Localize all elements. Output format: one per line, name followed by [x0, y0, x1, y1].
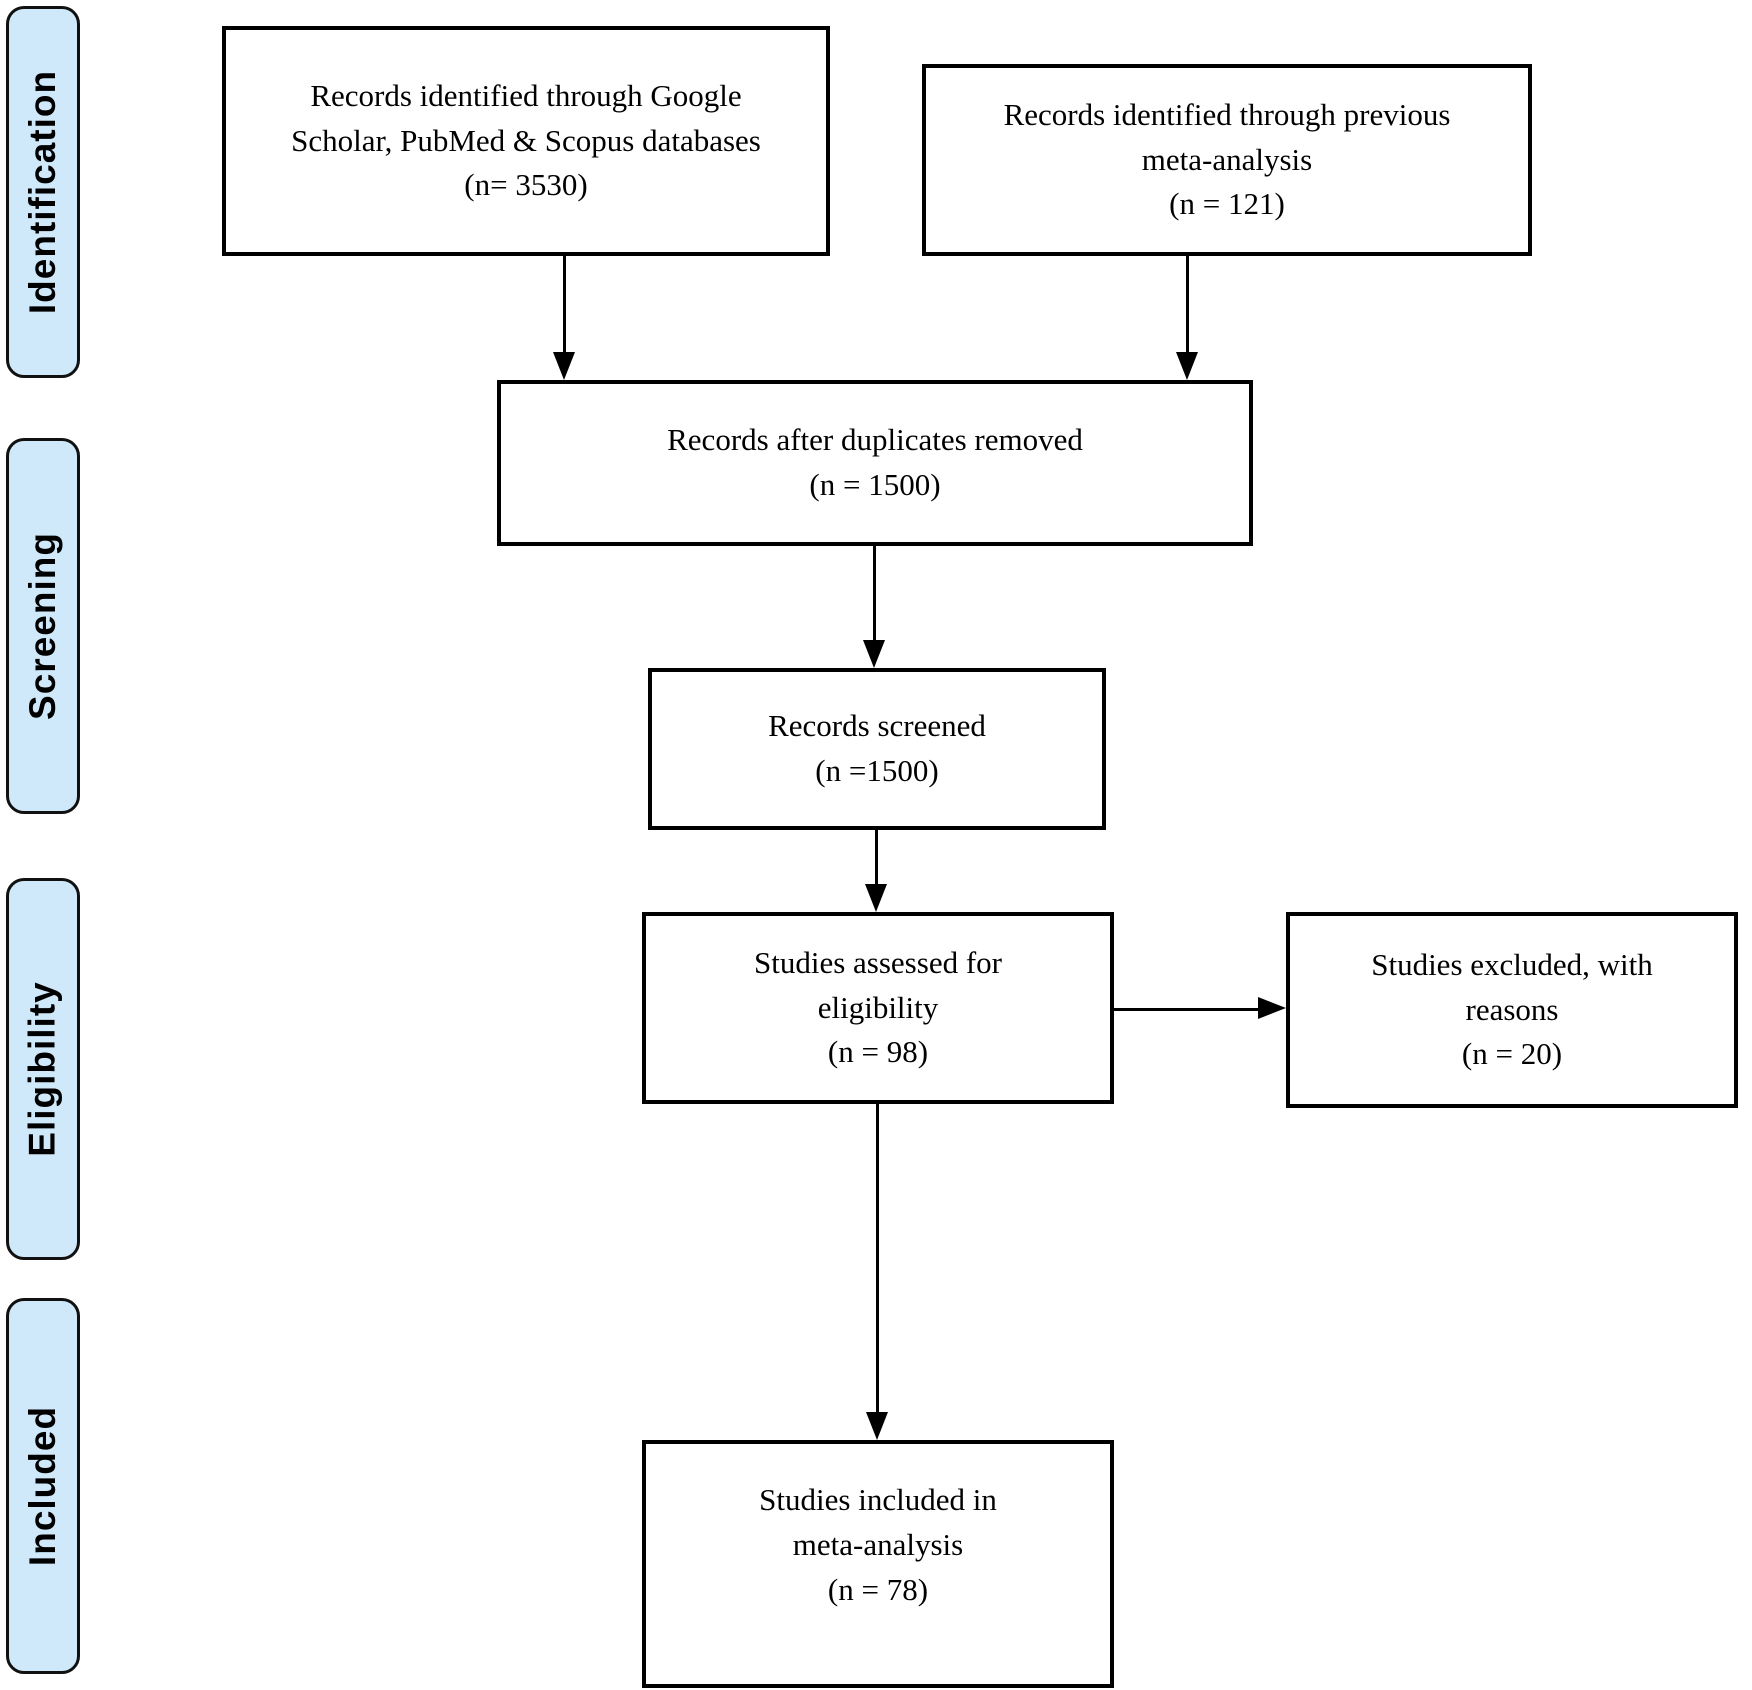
box-label: Studies excluded, with reasons	[1371, 946, 1653, 1027]
stage-label-screening: Screening	[6, 438, 80, 814]
box-label: Records after duplicates removed	[667, 422, 1083, 458]
box-count: (n = 121)	[1169, 186, 1285, 222]
arrow-duplicates-to-screened-head-icon	[863, 640, 885, 668]
box-records-identified-previous-meta-analysis: Records identified through previous meta…	[922, 64, 1532, 256]
box-count: (n = 1500)	[809, 467, 941, 502]
arrow-databases-to-duplicates-head-icon	[553, 352, 575, 380]
box-label: Studies assessed for eligibility	[754, 944, 1002, 1025]
stage-label-text: Included	[22, 1405, 63, 1567]
arrow-assessed-to-included-head-icon	[866, 1412, 888, 1440]
box-count: (n = 78)	[827, 1571, 929, 1607]
box-records-identified-databases: Records identified through Google Schola…	[222, 26, 830, 256]
arrow-screened-to-assessed-line	[875, 830, 878, 886]
arrow-assessed-to-excluded-head-icon	[1258, 997, 1286, 1019]
box-studies-assessed-for-eligibility: Studies assessed for eligibility (n = 98…	[642, 912, 1114, 1104]
box-label: Records identified through previous meta…	[1003, 96, 1451, 177]
arrow-previous-to-duplicates-head-icon	[1176, 352, 1198, 380]
arrow-duplicates-to-screened-line	[873, 546, 876, 642]
box-studies-included-in-meta-analysis: Studies included in meta-analysis (n = 7…	[642, 1440, 1114, 1688]
arrow-assessed-to-excluded-line	[1114, 1008, 1260, 1011]
arrow-screened-to-assessed-head-icon	[865, 884, 887, 912]
box-label: Records screened	[768, 708, 986, 744]
box-label: Records identified through Google Schola…	[291, 77, 761, 158]
box-studies-excluded-with-reasons: Studies excluded, with reasons (n = 20)	[1286, 912, 1738, 1108]
stage-label-identification: Identification	[6, 6, 80, 378]
stage-label-included: Included	[6, 1298, 80, 1674]
box-count: (n= 3530)	[464, 167, 588, 203]
box-count: (n = 98)	[827, 1034, 929, 1070]
box-count: (n =1500)	[815, 753, 939, 788]
box-count: (n = 20)	[1461, 1036, 1563, 1072]
stage-label-text: Eligibility	[22, 981, 63, 1157]
stage-label-eligibility: Eligibility	[6, 878, 80, 1260]
box-label: Studies included in meta-analysis	[759, 1482, 997, 1562]
stage-label-text: Identification	[22, 69, 64, 315]
arrow-previous-to-duplicates-line	[1186, 256, 1189, 354]
arrow-assessed-to-included-line	[876, 1104, 879, 1414]
box-records-screened: Records screened (n =1500)	[648, 668, 1106, 830]
arrow-databases-to-duplicates-line	[563, 256, 566, 354]
box-records-after-duplicates-removed: Records after duplicates removed (n = 15…	[497, 380, 1253, 546]
stage-label-text: Screening	[22, 532, 63, 720]
